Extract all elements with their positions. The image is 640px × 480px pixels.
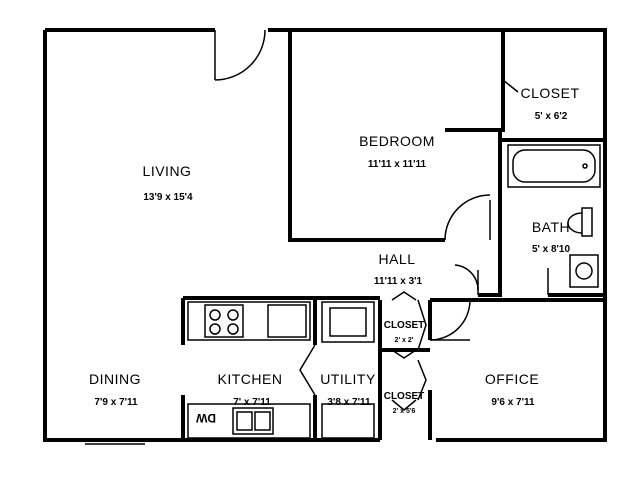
sink — [569, 254, 599, 288]
utility-dim: 3'8 x 7'11 — [327, 397, 371, 408]
hall-door — [454, 264, 479, 295]
hall-closets — [378, 291, 430, 440]
closet-b-label: CLOSET — [383, 391, 425, 402]
utility-fixtures — [299, 301, 375, 439]
closet-dim: 5' x 6'2 — [534, 111, 568, 122]
dining-label: DINING — [89, 371, 141, 387]
utility-label: UTILITY — [320, 371, 376, 387]
office-dim: 9'6 x 7'11 — [491, 397, 535, 408]
closet-a-label: CLOSET — [383, 320, 425, 331]
kitchen-walls — [181, 296, 380, 440]
kitchen-counters — [187, 301, 311, 439]
office-walls — [428, 298, 605, 440]
dishwasher-label: DW — [196, 411, 216, 425]
hall-label: HALL — [378, 251, 416, 267]
bath-walls — [478, 138, 605, 297]
closet-label: CLOSET — [520, 85, 580, 101]
closet-a-dim: 2' x 2' — [394, 337, 414, 344]
living-dim: 13'9 x 15'4 — [143, 192, 193, 203]
bath-label: BATH — [531, 219, 571, 235]
office-door — [429, 299, 471, 341]
kitchen-label: KITCHEN — [217, 371, 283, 387]
toilet — [567, 207, 593, 237]
bedroom-door — [444, 194, 491, 241]
bath-dim: 5' x 8'10 — [531, 244, 571, 255]
dining-dim: 7'9 x 7'11 — [94, 397, 138, 408]
bedroom-label: BEDROOM — [359, 133, 435, 149]
office-label: OFFICE — [484, 371, 540, 387]
closet-door — [502, 79, 519, 93]
exterior-walls — [43, 28, 607, 442]
hall-dim: 11'11 x 3'1 — [373, 276, 423, 287]
living-label: LIVING — [142, 163, 192, 179]
entry-door — [214, 29, 266, 81]
closet-b-dim: 2' x 5'6 — [392, 408, 416, 415]
kitchen-dim: 7' x 7'11 — [233, 397, 271, 408]
bathtub — [507, 144, 601, 188]
bedroom-dim: 11'11 x 11'11 — [367, 159, 427, 170]
